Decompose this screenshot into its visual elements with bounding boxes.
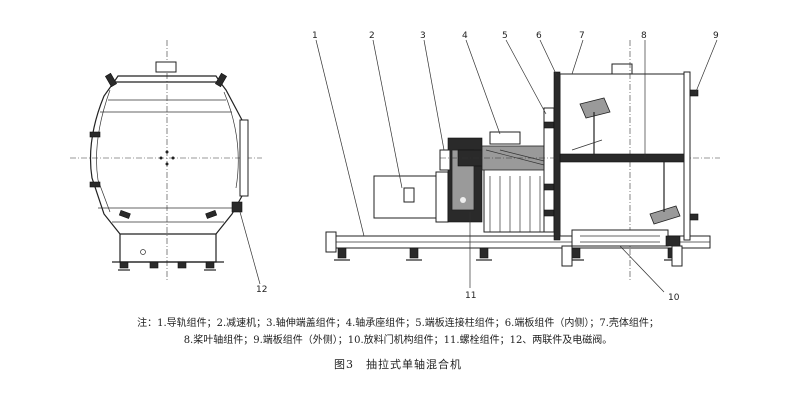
- callout-6: 6: [536, 31, 542, 41]
- callout-2: 2: [369, 31, 375, 41]
- leader-lines: [239, 39, 718, 293]
- callout-5: 5: [502, 31, 508, 41]
- parts-legend-line-1: 注：1.导轨组件；2.减速机；3.轴伸端盖组件；4.轴承座组件；5.端板连接柱组…: [137, 318, 659, 329]
- callout-11: 11: [465, 291, 476, 301]
- callout-12: 12: [256, 285, 267, 295]
- callout-8: 8: [641, 31, 647, 41]
- callout-4: 4: [462, 31, 468, 41]
- callout-3: 3: [420, 31, 426, 41]
- figure-caption: 图3 抽拉式单轴混合机: [334, 358, 462, 371]
- callout-labels: 1 2 3 4 5 6 7 8 9 10 11 12: [256, 31, 719, 303]
- callout-7: 7: [579, 31, 585, 41]
- callout-10: 10: [668, 293, 680, 303]
- parts-legend-line-2: 8.桨叶轴组件；9.端板组件（外侧）；10.放料门机构组件；11.螺栓组件；12…: [183, 335, 613, 346]
- callout-1: 1: [312, 31, 318, 41]
- callout-9: 9: [713, 31, 719, 41]
- end-view: [70, 40, 262, 280]
- side-view: [325, 40, 720, 282]
